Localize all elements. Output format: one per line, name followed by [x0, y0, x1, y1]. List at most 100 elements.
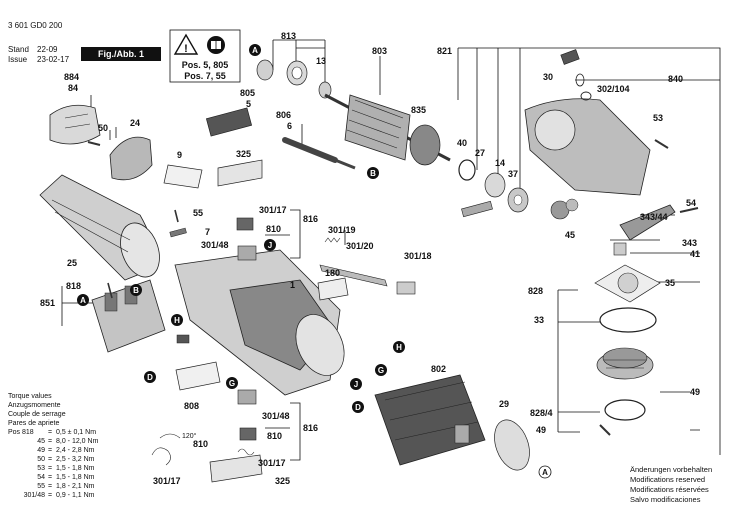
callout-label: 805	[240, 88, 255, 98]
torque-eq: =	[48, 465, 52, 472]
svg-text:G: G	[378, 366, 384, 375]
callout-label: 49	[536, 425, 546, 435]
warning-triangle-icon: !	[173, 33, 199, 55]
modification-line: Änderungen vorbehalten	[630, 465, 712, 474]
part-label-808	[175, 361, 221, 391]
svg-text:J: J	[268, 241, 272, 250]
modification-line: Salvo modificaciones	[630, 495, 701, 504]
connector-j-badge: J	[264, 239, 276, 251]
callout-label: 301/17	[153, 476, 181, 486]
parts	[39, 49, 699, 483]
callout-label: 821	[437, 46, 452, 56]
torque-title: Anzugsmomente	[8, 402, 61, 409]
callout-label: 813	[281, 31, 296, 41]
part-bearing-14	[484, 172, 506, 198]
callout-label: 816	[303, 423, 318, 433]
part-armature	[324, 93, 451, 166]
part-field-coil	[374, 374, 486, 466]
connector-a-badge: A	[249, 44, 261, 56]
callout-label: 45	[565, 230, 575, 240]
callout-label: 810	[193, 439, 208, 449]
connector-g-badge: G	[226, 377, 238, 389]
modifications-notice: Änderungen vorbehalten Modifications res…	[630, 465, 712, 504]
callout-label: 25	[67, 258, 77, 268]
fig-label: Fig./Abb. 1	[98, 49, 144, 59]
callout-label: 54	[686, 198, 696, 208]
callout-label: 301/17	[258, 458, 286, 468]
connector-a-badge: A	[77, 294, 89, 306]
torque-pos: 50	[37, 456, 45, 463]
warning-line-2: Pos. 7, 55	[184, 71, 226, 81]
callout-label: 13	[316, 56, 326, 66]
callout-label: 810	[266, 224, 281, 234]
part-cable	[282, 137, 338, 163]
part-switch-rod	[319, 264, 388, 287]
torque-title: Torque values	[8, 393, 52, 400]
connector-h-badge: H	[171, 314, 183, 326]
torque-title: Pares de apriete	[8, 420, 59, 427]
callout-label: 802	[431, 364, 446, 374]
header-block: 3 601 GD0 200 Stand 22-09 Issue 23-02-17…	[8, 21, 161, 64]
connector-d-badge: D	[144, 371, 156, 383]
modification-line: Modifications reserved	[630, 475, 705, 484]
callout-label: 840	[668, 74, 683, 84]
torque-title: Couple de serrage	[8, 411, 66, 418]
svg-text:H: H	[396, 343, 402, 352]
callout-label: 14	[495, 158, 505, 168]
part-strain-relief	[205, 107, 253, 137]
part-brush-holder-upper	[237, 245, 257, 261]
torque-eq: =	[48, 492, 52, 499]
torque-eq: =	[48, 456, 52, 463]
torque-eq: =	[48, 447, 52, 454]
part-label-325-top	[217, 159, 263, 187]
callout-label: 24	[130, 118, 140, 128]
part-label-9	[163, 164, 203, 189]
callout-label: 343/44	[640, 212, 668, 222]
part-lock-button	[560, 49, 580, 65]
torque-pos: 301/48	[24, 492, 46, 499]
torque-pos: 54	[37, 474, 45, 481]
connector-a-badge: A	[538, 465, 552, 479]
svg-text:A: A	[80, 296, 86, 305]
callout-label: 40	[457, 138, 467, 148]
svg-text:D: D	[355, 403, 361, 412]
callout-label: 33	[534, 315, 544, 325]
part-torsion-spring	[151, 447, 171, 466]
svg-text:G: G	[229, 379, 235, 388]
torque-pos: Pos 818	[8, 429, 34, 436]
part-spring-301-19	[324, 237, 341, 243]
part-ring-828-4	[604, 399, 646, 421]
callout-label: 810	[267, 431, 282, 441]
callout-label: 301/48	[201, 240, 229, 250]
connector-d-badge: D	[352, 401, 364, 413]
callout-label: 808	[184, 401, 199, 411]
modification-line: Modifications réservées	[630, 485, 709, 494]
callout-label: 180	[325, 268, 340, 278]
callout-label: 343	[682, 238, 697, 248]
stand-label: Stand	[8, 45, 29, 54]
part-cover-24	[109, 136, 153, 181]
part-brush-upper	[236, 217, 254, 231]
callout-label: 806	[276, 110, 291, 120]
torque-value: 2,5 - 3,2 Nm	[56, 456, 95, 463]
connector-g-badge: G	[375, 364, 387, 376]
warning-line-1: Pos. 5, 805	[182, 60, 229, 70]
callout-label: 818	[66, 281, 81, 291]
svg-text:!: !	[184, 43, 188, 55]
callout-label: 49	[690, 387, 700, 397]
callout-label: 851	[40, 298, 55, 308]
torque-eq: =	[48, 474, 52, 481]
part-bearing-813-a	[256, 59, 274, 81]
callout-label: 301/17	[259, 205, 287, 215]
callout-label: 30	[543, 72, 553, 82]
part-bevel-gear	[596, 347, 654, 380]
callout-label: 35	[665, 278, 675, 288]
fig-label-box	[81, 47, 161, 61]
part-switch-301-18	[396, 281, 416, 295]
callout-label: 53	[653, 113, 663, 123]
callout-label: 302/104	[597, 84, 630, 94]
torque-pos: 49	[37, 447, 45, 454]
part-label-180	[317, 277, 349, 301]
part-clip-7	[169, 227, 187, 238]
callout-label: 5	[246, 99, 251, 109]
